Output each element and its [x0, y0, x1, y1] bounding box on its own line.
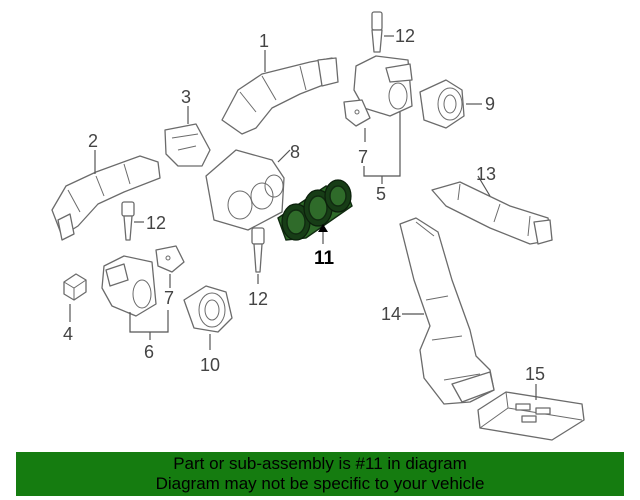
callout-2: 2: [88, 131, 98, 151]
part-3-elbow: [164, 123, 211, 167]
callout-3: 3: [181, 87, 191, 107]
part-10-round-vent: [183, 285, 233, 333]
part-12-clip-center: [251, 227, 265, 273]
part-12-clip-left: [121, 201, 135, 241]
callout-10: 10: [200, 355, 220, 375]
part-6-housing: [101, 255, 157, 317]
callout-14: 14: [381, 304, 401, 324]
callout-5: 5: [376, 184, 386, 204]
part-5-housing: [353, 55, 413, 117]
part-7-bracket-right: [343, 99, 371, 127]
callout-9: 9: [485, 94, 495, 114]
part-2-duct: [51, 155, 161, 241]
part-11-vent-assembly-highlighted[interactable]: [277, 179, 353, 241]
callout-6: 6: [144, 342, 154, 362]
banner-line-1: Part or sub-assembly is #11 in diagram: [173, 454, 467, 473]
callout-1: 1: [259, 31, 269, 51]
part-9-round-vent: [419, 79, 465, 129]
callout-12-center: 12: [248, 289, 268, 309]
part-14-floor-duct: [399, 217, 495, 405]
part-7-bracket-left: [155, 245, 185, 273]
callout-7-left: 7: [164, 288, 174, 308]
callout-7-right: 7: [358, 147, 368, 167]
part-15-floor-register: [477, 391, 585, 441]
part-8-vent-frame: [205, 149, 285, 231]
leader-11-arrow: [318, 224, 328, 232]
leader-8: [277, 149, 291, 163]
callout-11: 11: [314, 248, 335, 269]
leader-5: [363, 112, 401, 177]
banner-line-2: Diagram may not be specific to your vehi…: [155, 474, 485, 493]
callout-12-left: 12: [146, 213, 166, 233]
callout-13: 13: [476, 164, 496, 184]
callout-12-top: 12: [395, 26, 415, 46]
part-4-block: [63, 273, 87, 301]
part-1-duct: [221, 57, 339, 135]
leader-13: [477, 175, 491, 197]
callout-8: 8: [290, 142, 300, 162]
callout-4: 4: [63, 324, 73, 344]
callout-15: 15: [525, 364, 545, 384]
part-info-banner: Part or sub-assembly is #11 in diagram D…: [16, 452, 624, 496]
part-13-duct: [431, 181, 553, 245]
part-12-clip-top: [371, 11, 383, 53]
leader-6: [129, 310, 169, 333]
